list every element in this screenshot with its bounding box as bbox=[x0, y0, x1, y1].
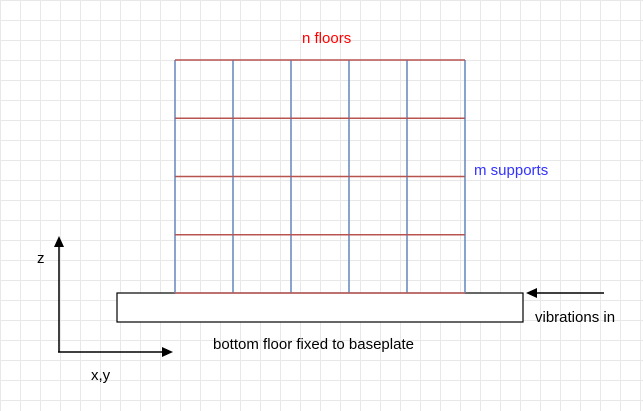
z-axis-arrowhead bbox=[54, 236, 64, 247]
supports-label: m supports bbox=[474, 162, 549, 179]
floors-label: n floors bbox=[302, 30, 352, 47]
xy-axis-arrowhead bbox=[162, 347, 173, 357]
floors-group bbox=[175, 59, 465, 294]
vibration-arrowhead bbox=[526, 288, 537, 298]
xy-axis-label: x,y bbox=[91, 367, 111, 384]
z-axis-label: z bbox=[37, 250, 45, 267]
baseplate bbox=[116, 292, 524, 323]
vibrations-label: vibrations in bbox=[535, 309, 616, 326]
baseplate-label: bottom floor fixed to baseplate bbox=[213, 336, 414, 353]
